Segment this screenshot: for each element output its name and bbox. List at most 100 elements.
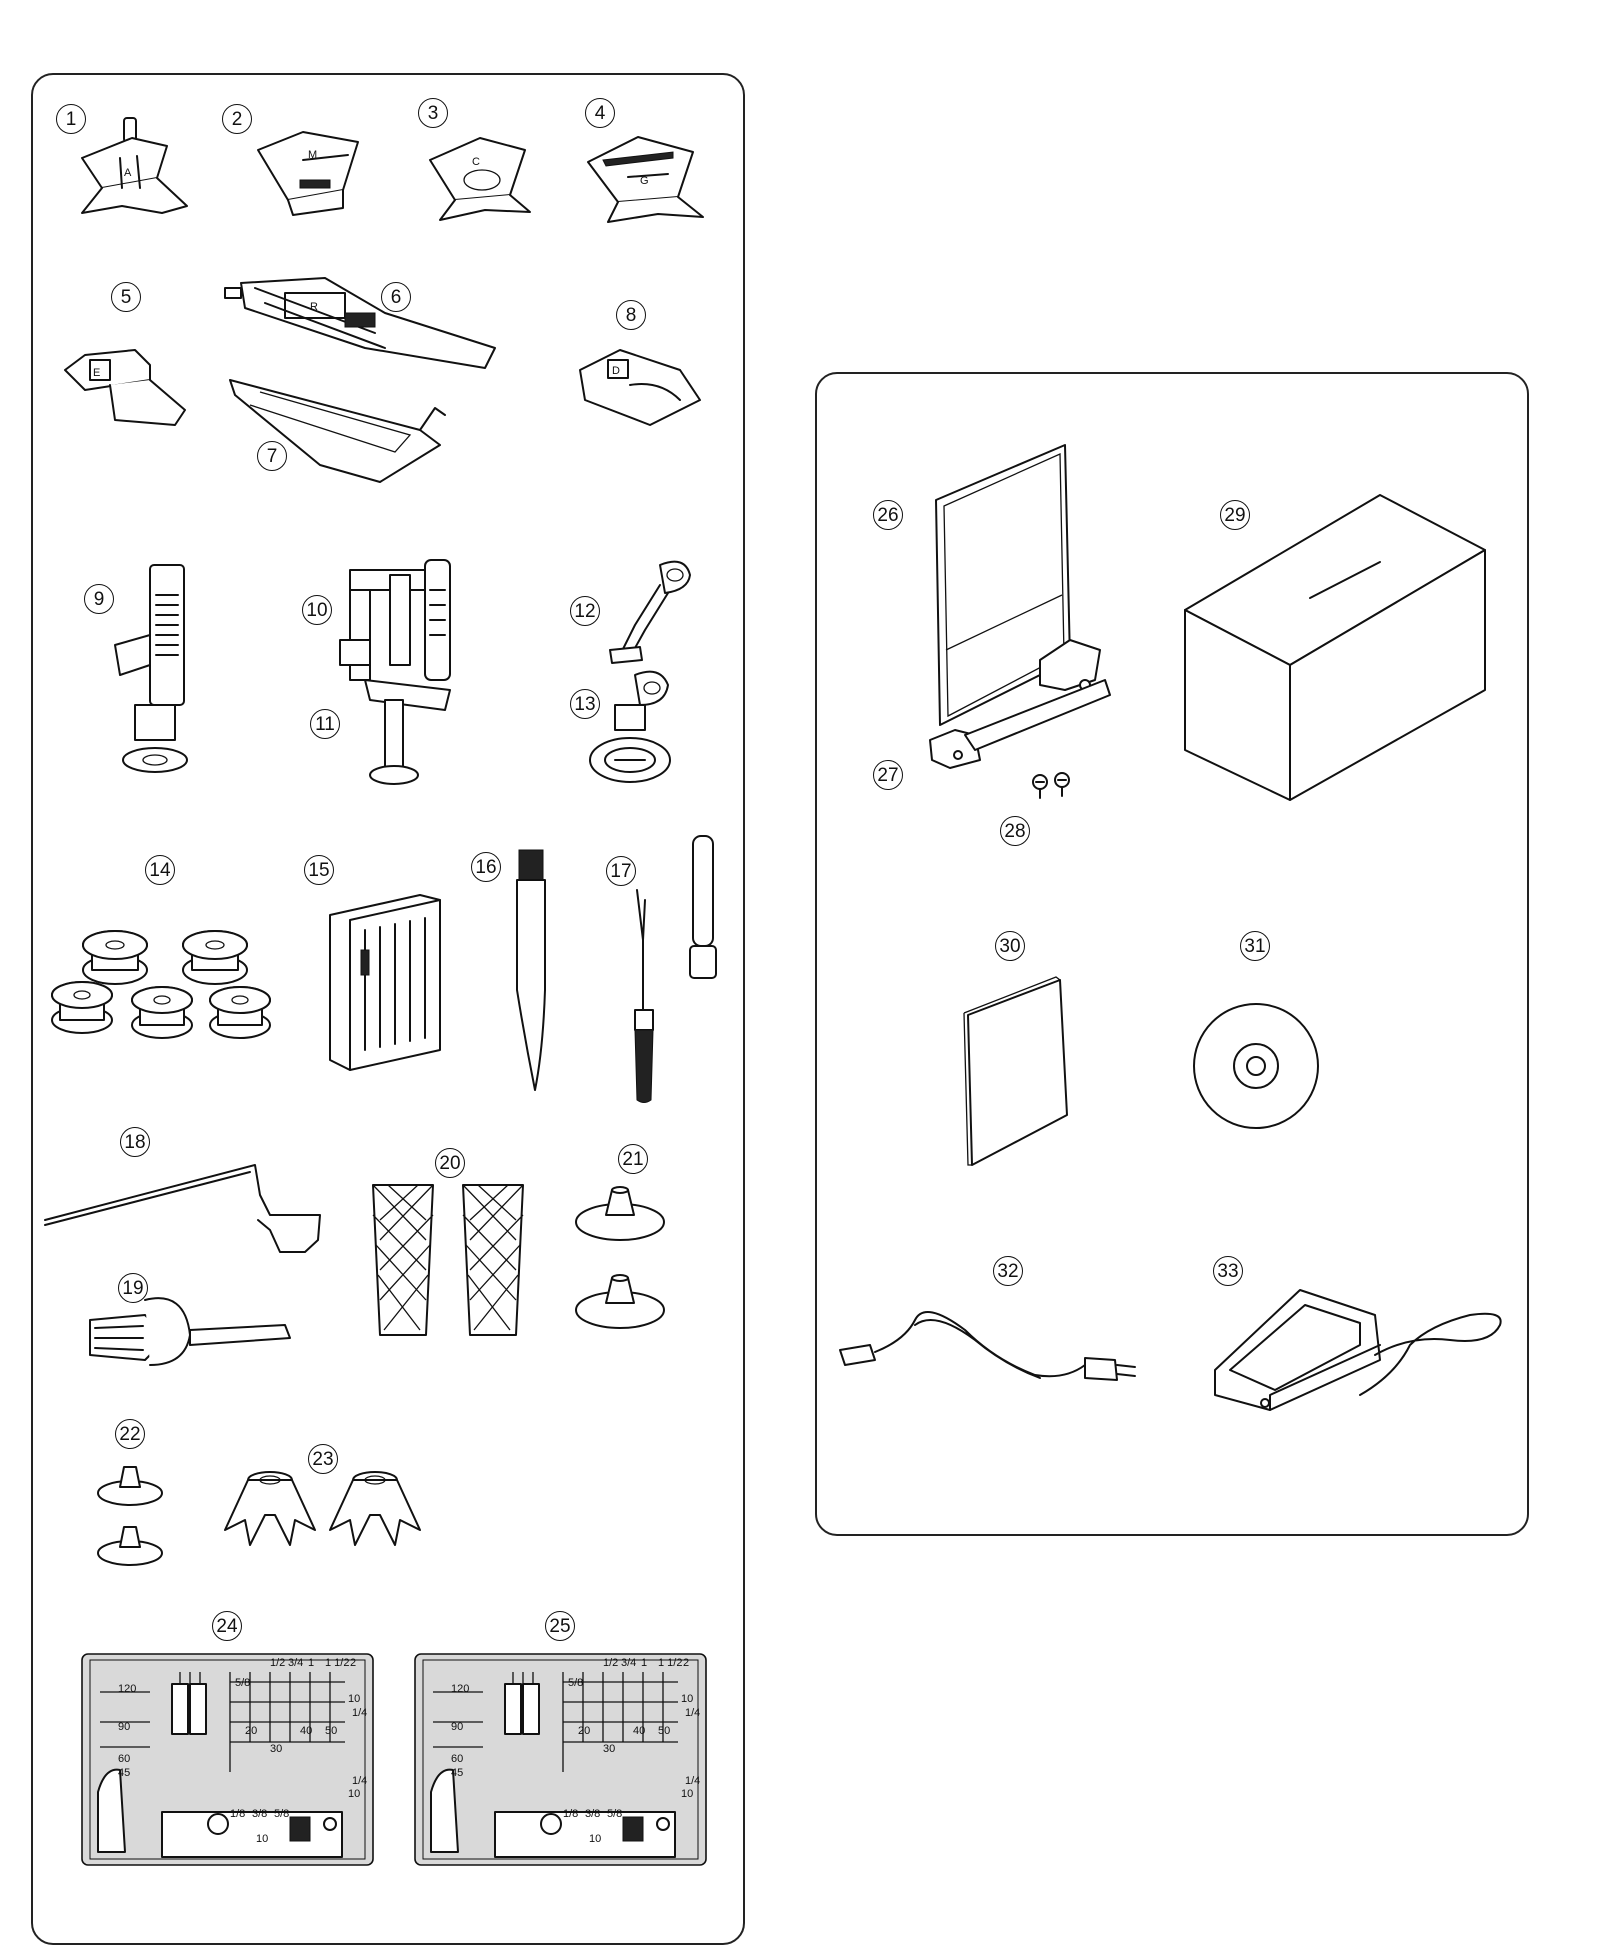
part-number: 3 — [418, 98, 448, 128]
plate-mark: 120 — [451, 1683, 469, 1695]
part-number: 15 — [304, 855, 334, 885]
plate-mark: 5/8 — [607, 1808, 622, 1820]
foot-letter: E — [93, 367, 100, 379]
plate-mark: 3/8 — [252, 1808, 267, 1820]
plate-mark: 2 — [683, 1657, 689, 1669]
darning-foot-illustration — [110, 565, 220, 775]
plate-mark: 2 — [350, 1657, 356, 1669]
part-number: 29 — [1220, 500, 1250, 530]
needle-plate-straight-stitch-illustration: 1/2 3/4 1 1 1/2 2 5/8 10 1/4 1/4 10 120 … — [413, 1652, 708, 1867]
needle-plate-standard-illustration: 1/2 3/4 1 1 1/2 2 5/8 10 1/4 1/4 10 120 … — [80, 1652, 375, 1867]
plate-mark: 1/2 — [603, 1657, 618, 1669]
part-number: 31 — [1240, 931, 1270, 961]
part-number: 24 — [212, 1611, 242, 1641]
plate-mark: 3/4 — [288, 1657, 303, 1669]
carrying-box-illustration — [1180, 490, 1490, 810]
screws-illustration — [1030, 770, 1080, 800]
plate-mark: 3/4 — [621, 1657, 636, 1669]
plate-mark: 30 — [270, 1743, 282, 1755]
automatic-buttonhole-foot-r-illustration: R — [225, 258, 515, 408]
part-number: 8 — [616, 300, 646, 330]
part-number: 32 — [993, 1256, 1023, 1286]
part-number: 5 — [111, 282, 141, 312]
foot-letter: A — [124, 167, 132, 179]
plate-mark: 10 — [348, 1693, 360, 1705]
part-number: 25 — [545, 1611, 575, 1641]
plate-mark: 10 — [681, 1693, 693, 1705]
part-number: 18 — [120, 1127, 150, 1157]
quilting-bar-illustration — [40, 1160, 340, 1260]
zigzag-foot-a-illustration: A — [62, 118, 202, 228]
buttonhole-stabilizer-plate-illustration — [220, 360, 470, 490]
part-number: 4 — [585, 98, 615, 128]
overedge-foot-c-illustration: C — [410, 120, 550, 230]
plate-mark: 50 — [658, 1725, 670, 1737]
walking-foot-illustration — [330, 550, 470, 790]
plate-mark: 5/8 — [274, 1808, 289, 1820]
part-number: 19 — [118, 1273, 148, 1303]
part-number: 14 — [145, 855, 175, 885]
plate-mark: 10 — [256, 1833, 268, 1845]
foot-control-illustration — [1210, 1285, 1510, 1425]
plate-mark: 90 — [451, 1721, 463, 1733]
part-number: 16 — [471, 852, 501, 882]
quilting-guide-illustration — [600, 555, 700, 665]
plate-mark: 45 — [451, 1767, 463, 1779]
foot-letter: D — [612, 365, 620, 377]
plate-mark: 3/8 — [585, 1808, 600, 1820]
plate-mark: 20 — [245, 1725, 257, 1737]
plate-mark: 1 1/2 — [325, 1657, 349, 1669]
spool-holders-small-illustration — [90, 1455, 170, 1570]
zipper-foot-e-illustration: E — [55, 330, 195, 440]
plate-mark: 5/8 — [235, 1677, 250, 1689]
satin-stitch-foot-m-illustration: M — [248, 120, 388, 230]
part-number: 26 — [873, 500, 903, 530]
spool-stand-felts-illustration — [220, 1465, 430, 1565]
plate-mark: 1/4 — [685, 1775, 700, 1787]
part-number: 13 — [570, 689, 600, 719]
open-toe-foot-illustration — [580, 670, 700, 790]
part-number: 2 — [222, 104, 252, 134]
plate-mark: 1/8 — [230, 1808, 245, 1820]
foot-letter: M — [308, 149, 317, 161]
spool-holders-large-illustration — [570, 1180, 670, 1350]
part-number: 12 — [570, 596, 600, 626]
plate-mark: 45 — [118, 1767, 130, 1779]
part-number: 33 — [1213, 1256, 1243, 1286]
part-number: 17 — [606, 856, 636, 886]
power-cord-illustration — [835, 1290, 1145, 1390]
spool-nets-illustration — [368, 1180, 548, 1340]
part-number: 10 — [302, 595, 332, 625]
part-number: 11 — [310, 709, 340, 739]
plate-mark: 40 — [633, 1725, 645, 1737]
plate-mark: 50 — [325, 1725, 337, 1737]
plate-mark: 20 — [578, 1725, 590, 1737]
rolled-hem-foot-d-illustration: D — [570, 340, 710, 440]
foot-letter: C — [472, 156, 480, 168]
part-number: 7 — [257, 441, 287, 471]
part-number: 9 — [84, 584, 114, 614]
plate-mark: 90 — [118, 1721, 130, 1733]
bobbins-illustration — [50, 915, 275, 1055]
plate-mark: 1 1/2 — [658, 1657, 682, 1669]
blind-hem-foot-g-illustration: G — [578, 122, 718, 232]
part-number: 22 — [115, 1419, 145, 1449]
part-number: 23 — [308, 1444, 338, 1474]
part-number: 6 — [381, 282, 411, 312]
part-number: 1 — [56, 104, 86, 134]
plate-mark: 10 — [589, 1833, 601, 1845]
extension-bar-illustration — [920, 660, 1120, 770]
part-number: 28 — [1000, 816, 1030, 846]
needle-set-illustration — [325, 890, 450, 1070]
plate-mark: 30 — [603, 1743, 615, 1755]
lint-brush-illustration — [505, 840, 565, 1100]
plate-mark: 10 — [681, 1788, 693, 1800]
instructional-dvd-illustration — [1190, 1000, 1325, 1135]
plate-mark: 1/2 — [270, 1657, 285, 1669]
plate-mark: 1 — [308, 1657, 314, 1669]
screwdriver-illustration — [85, 1290, 295, 1370]
plate-mark: 5/8 — [568, 1677, 583, 1689]
plate-mark: 60 — [118, 1753, 130, 1765]
foot-letter: G — [640, 175, 649, 187]
plate-mark: 1/8 — [563, 1808, 578, 1820]
